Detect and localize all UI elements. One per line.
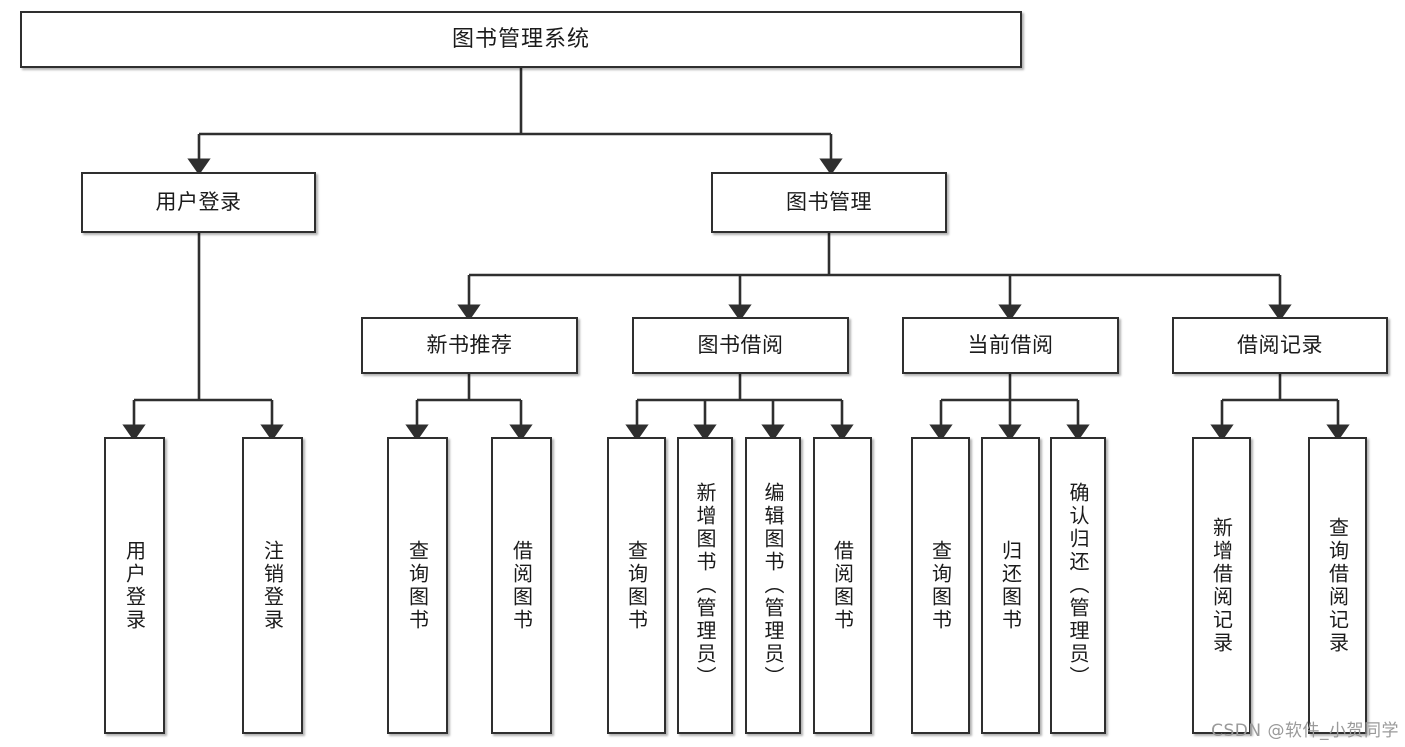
node-book-borrow[interactable]: 图书借阅 <box>632 317 849 374</box>
node-label: 新增图书（管理员） <box>693 482 717 689</box>
leaf-edit-book-admin[interactable]: 编辑图书（管理员） <box>745 437 801 734</box>
node-label: 当前借阅 <box>967 333 1054 358</box>
node-label: 借阅记录 <box>1237 333 1323 358</box>
node-label: 用户登录 <box>155 190 242 215</box>
node-book-management-system[interactable]: 图书管理系统 <box>20 11 1022 68</box>
leaf-add-book-admin[interactable]: 新增图书（管理员） <box>677 437 733 734</box>
leaf-borrow-book[interactable]: 借阅图书 <box>813 437 872 734</box>
leaf-query-book-recommend[interactable]: 查询图书 <box>387 437 448 734</box>
node-label: 确认归还（管理员） <box>1066 482 1090 689</box>
node-label: 查询图书 <box>624 539 649 632</box>
leaf-query-book-current[interactable]: 查询图书 <box>911 437 970 734</box>
node-borrow-record[interactable]: 借阅记录 <box>1172 317 1388 374</box>
leaf-query-borrow-record[interactable]: 查询借阅记录 <box>1308 437 1367 734</box>
node-label: 图书管理 <box>786 190 872 215</box>
node-label: 图书借阅 <box>697 333 784 358</box>
node-label: 新书推荐 <box>426 333 513 358</box>
node-user-login[interactable]: 用户登录 <box>81 172 316 233</box>
node-label: 查询图书 <box>928 539 953 632</box>
node-label: 借阅图书 <box>509 539 534 632</box>
leaf-query-book-borrow[interactable]: 查询图书 <box>607 437 666 734</box>
node-label: 图书管理系统 <box>451 26 590 52</box>
node-label: 借阅图书 <box>830 539 855 632</box>
csdn-watermark: CSDN @软件_小贺同学 <box>1211 721 1399 741</box>
node-book-management[interactable]: 图书管理 <box>711 172 947 233</box>
node-current-borrow[interactable]: 当前借阅 <box>902 317 1119 374</box>
leaf-return-book[interactable]: 归还图书 <box>981 437 1040 734</box>
node-new-book-recommend[interactable]: 新书推荐 <box>361 317 578 374</box>
leaf-borrow-book-recommend[interactable]: 借阅图书 <box>491 437 552 734</box>
node-label: 编辑图书（管理员） <box>761 482 785 689</box>
leaf-logout[interactable]: 注销登录 <box>242 437 303 734</box>
leaf-add-borrow-record[interactable]: 新增借阅记录 <box>1192 437 1251 734</box>
node-label: 查询图书 <box>405 539 430 632</box>
node-label: 注销登录 <box>260 539 285 632</box>
node-label: 新增借阅记录 <box>1209 516 1234 655</box>
node-label: 归还图书 <box>998 539 1023 632</box>
leaf-confirm-return-admin[interactable]: 确认归还（管理员） <box>1050 437 1106 734</box>
node-label: 用户登录 <box>122 539 147 632</box>
leaf-user-login[interactable]: 用户登录 <box>104 437 165 734</box>
node-label: 查询借阅记录 <box>1325 516 1350 655</box>
